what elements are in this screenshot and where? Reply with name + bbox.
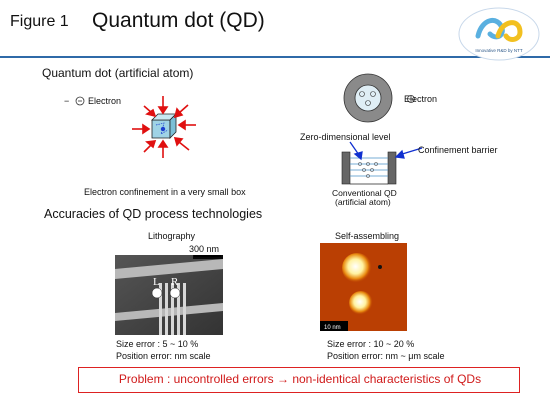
electron-symbol-left xyxy=(75,96,85,106)
blue-arrows xyxy=(349,141,423,161)
zero-dimensional-label: Zero-dimensional level xyxy=(300,132,391,142)
page-title: Quantum dot (QD) xyxy=(92,9,265,32)
label-r: R xyxy=(171,276,179,288)
logo-caption: Innovative R&D by NTT xyxy=(475,48,523,53)
precision-heading: Accuracies of QD process technologies xyxy=(44,207,263,221)
lithography-sem-image: L R xyxy=(115,255,223,335)
left-caption: Electron confinement in a very small box xyxy=(84,187,246,197)
problem-box xyxy=(78,367,520,393)
lithography-size-error: Size error : 5 ~ 10 % xyxy=(116,339,199,349)
conventional-qd-diagram xyxy=(341,73,423,185)
self-assembling-position-error: Position error: nm ~ μm scale xyxy=(327,351,445,361)
conventional-qd-caption: Conventional QD xyxy=(332,188,397,198)
problem-statement: Problem : uncontrolled errors → non-iden… xyxy=(118,372,482,386)
figure-label: Figure 1 xyxy=(10,13,69,30)
electron-box-diagram xyxy=(75,96,196,158)
header-divider xyxy=(0,56,550,58)
confinement-arrows xyxy=(132,96,196,158)
ntt-logo: Innovative R&D by NTT xyxy=(458,7,540,61)
electron-label-left: Electron xyxy=(88,96,122,106)
self-assembling-size-error: Size error : 10 ~ 20 % xyxy=(327,339,415,349)
quantum-dot-heading: Quantum dot (artificial atom) xyxy=(42,66,194,80)
afm-scale-label: 10 nm xyxy=(324,325,341,331)
lithography-scale-label: 300 nm xyxy=(189,244,220,254)
artificial-atom-caption: (artificial atom) xyxy=(335,197,391,207)
inner-core xyxy=(354,84,382,112)
electron-symbol-right xyxy=(407,95,415,103)
lithography-title: Lithography xyxy=(148,231,196,241)
right-barrier xyxy=(387,151,397,185)
zero-dim-levels xyxy=(350,157,388,177)
label-l: L xyxy=(153,276,160,288)
box-side-face xyxy=(169,113,177,139)
electron-minus-left: − xyxy=(64,96,70,106)
confinement-barrier-label: Confinement barrier xyxy=(418,145,498,155)
left-barrier xyxy=(341,151,351,185)
lithography-position-error: Position error: nm scale xyxy=(116,351,211,361)
self-assembling-afm-image: 10 nm xyxy=(320,243,407,331)
self-assembling-title: Self-assembling xyxy=(335,231,400,241)
electron-label-right: Electron xyxy=(404,94,438,104)
